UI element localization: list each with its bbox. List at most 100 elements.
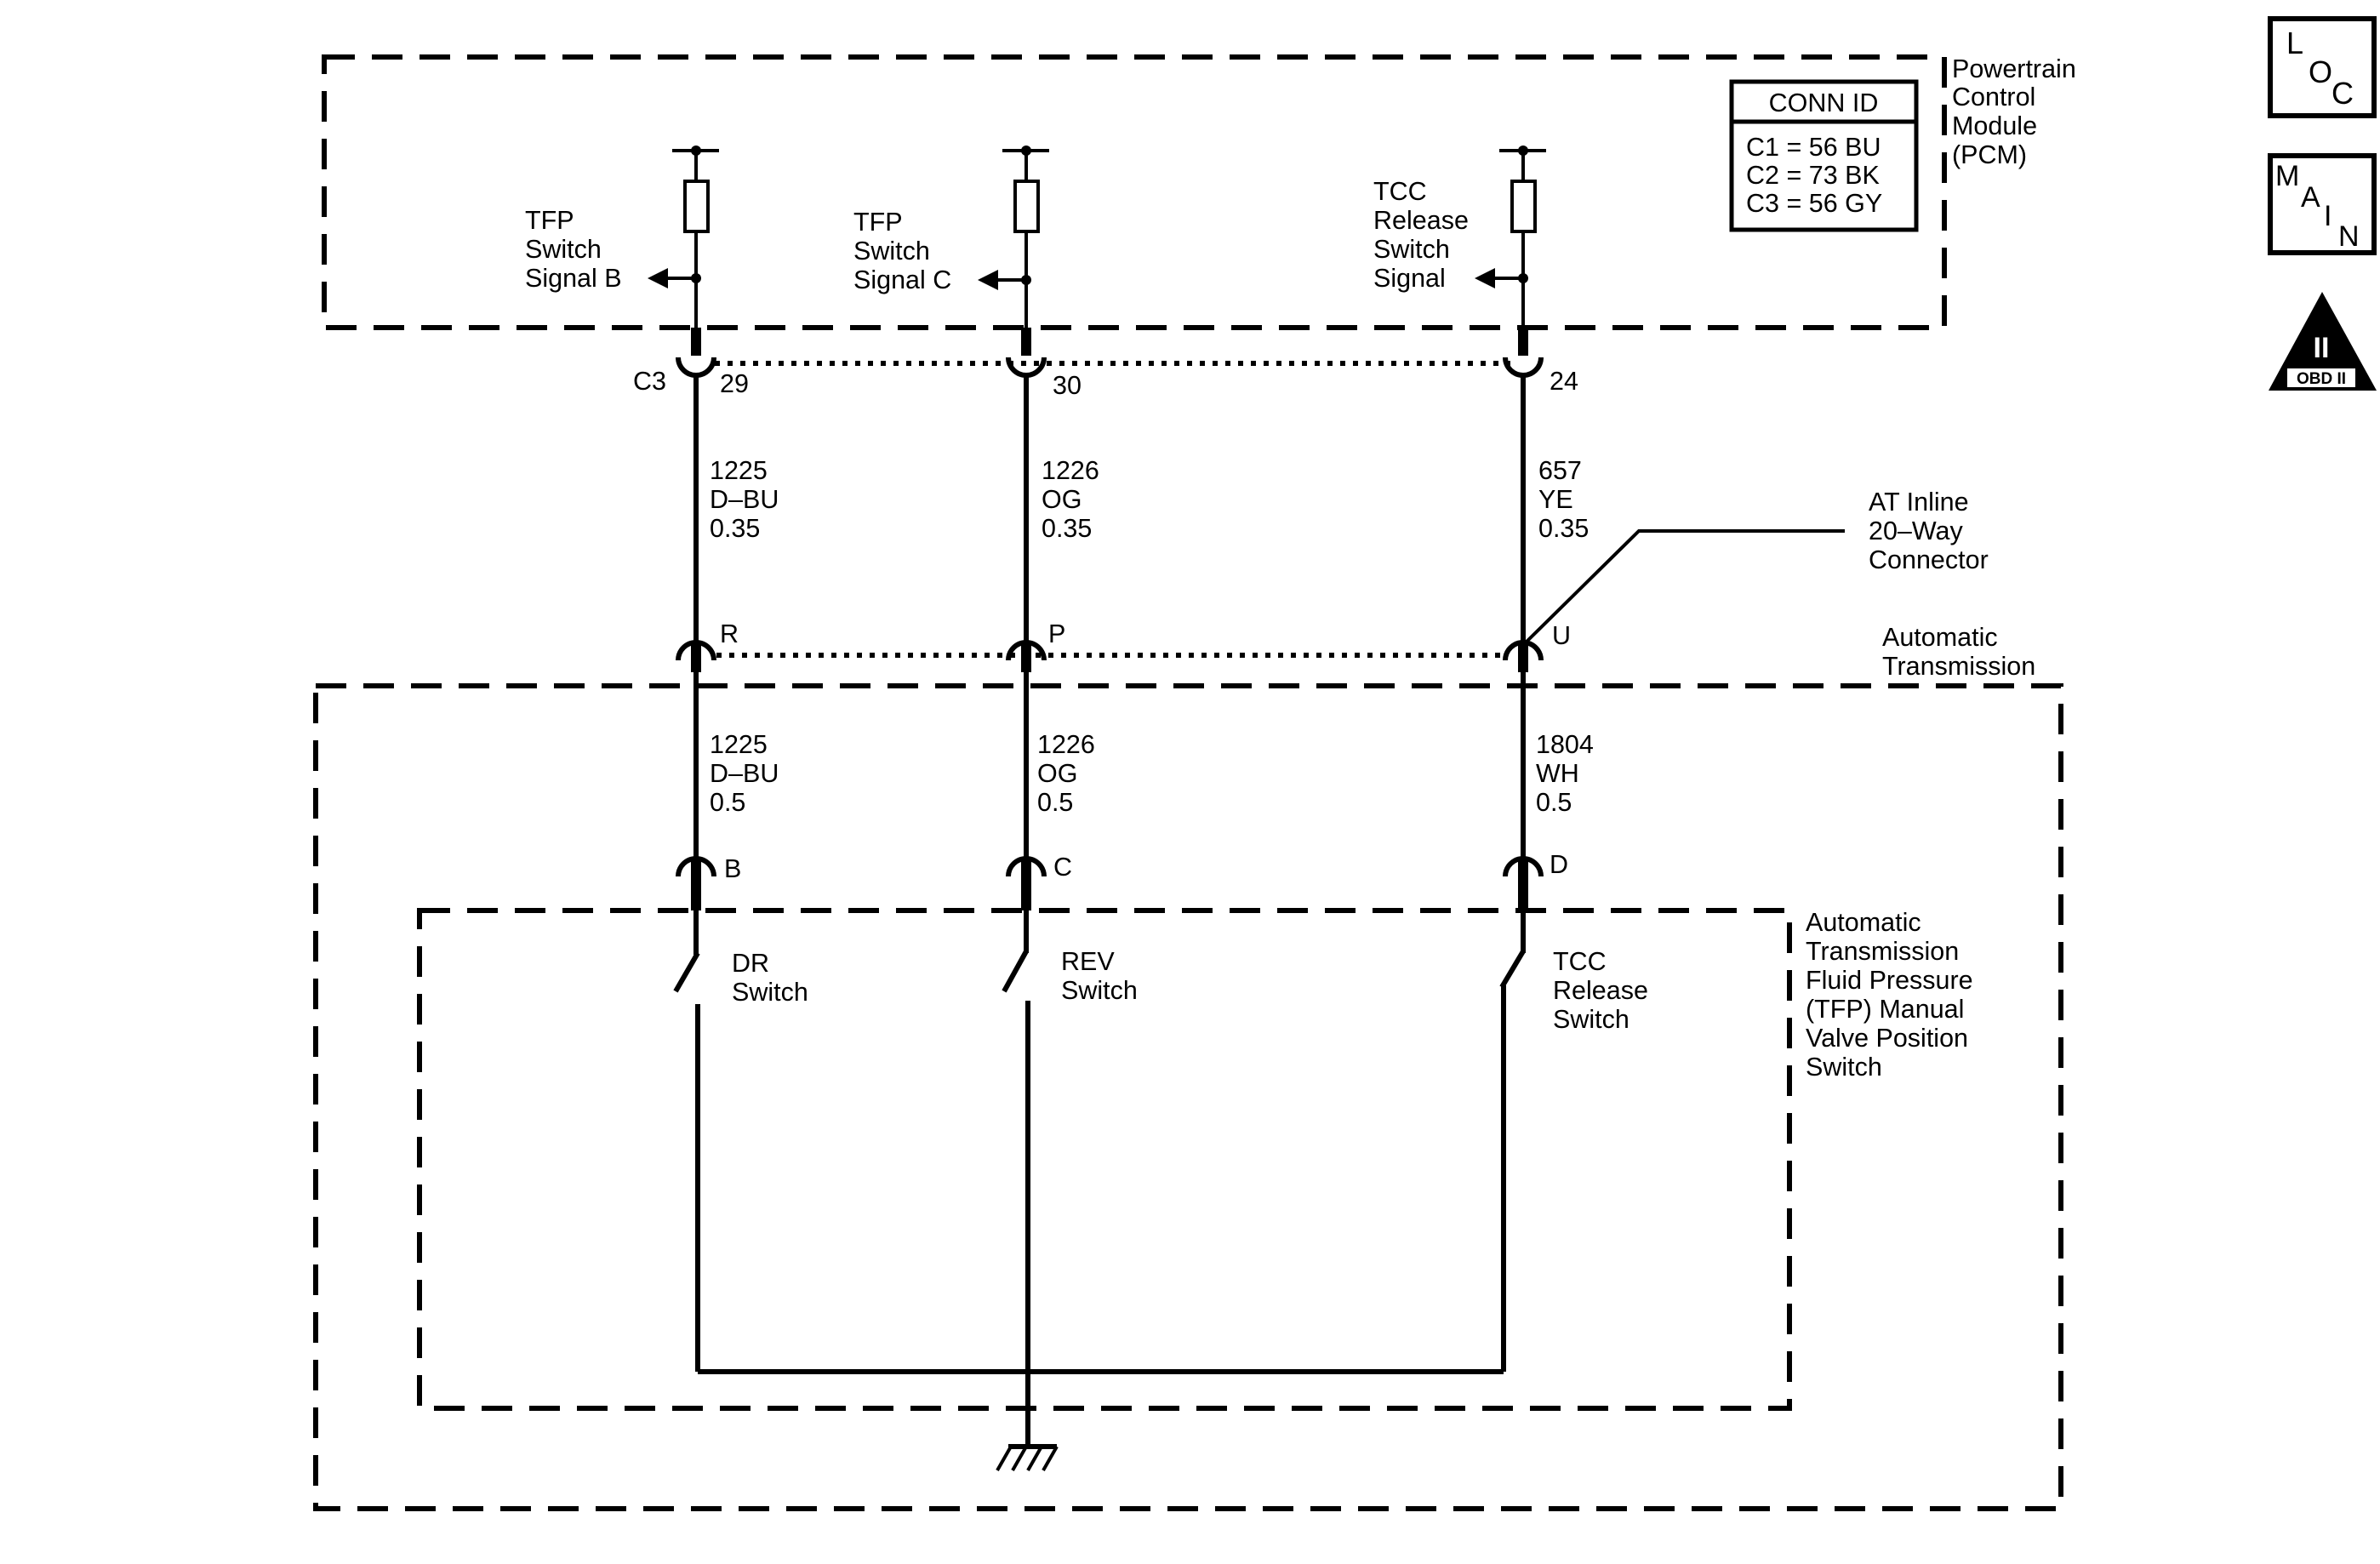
- tfp-switch-label: Automatic Transmission Fluid Pressure (T…: [1806, 908, 1973, 1082]
- pcm-input-circuit-tcc: [1475, 146, 1546, 328]
- pull-up-resistor: [1013, 180, 1040, 233]
- svg-text:O: O: [2309, 54, 2332, 89]
- conn-id-row: C3 = 56 GY: [1746, 189, 1882, 218]
- dr-switch-label: DR Switch: [732, 949, 808, 1007]
- transmission-label: Automatic Transmission: [1882, 623, 2035, 681]
- svg-text:Switch: Switch: [853, 237, 930, 265]
- svg-text:1804: 1804: [1536, 730, 1594, 759]
- svg-text:Switch: Switch: [1061, 976, 1138, 1005]
- switch-contact: [673, 951, 700, 993]
- pcm-label-line: Control: [1952, 83, 2035, 111]
- pcm-input-circuit-c: [978, 146, 1049, 328]
- svg-text:Switch: Switch: [525, 235, 602, 264]
- wire-label-657-upper: 657 YE 0.35: [1538, 456, 1589, 543]
- pin-label: U: [1552, 621, 1571, 650]
- svg-text:0.5: 0.5: [1037, 788, 1073, 817]
- pcm-label-line: Powertrain: [1952, 54, 2076, 83]
- conn-id-row: C2 = 73 BK: [1746, 161, 1880, 190]
- svg-text:20–Way: 20–Way: [1869, 517, 1964, 545]
- switch-contact: [1002, 950, 1029, 993]
- pin-label: C: [1053, 853, 1072, 882]
- svg-text:Switch: Switch: [732, 978, 808, 1007]
- signal-label-b: TFP Switch Signal B: [525, 206, 622, 293]
- pcm-boundary: [322, 54, 1947, 330]
- pin-label: 30: [1053, 371, 1082, 400]
- rev-switch-label: REV Switch: [1061, 947, 1138, 1005]
- pull-up-resistor: [683, 180, 710, 233]
- svg-text:AT Inline: AT Inline: [1869, 488, 1969, 517]
- svg-text:(TFP) Manual: (TFP) Manual: [1806, 995, 1964, 1024]
- svg-text:TFP: TFP: [853, 208, 903, 237]
- svg-text:YE: YE: [1538, 485, 1573, 514]
- tcc-release-switch: [1499, 910, 1526, 1372]
- signal-arrow-icon: [1475, 268, 1495, 288]
- wire-label-1225-upper: 1225 D–BU 0.35: [710, 456, 779, 543]
- pcm-label-line: (PCM): [1952, 140, 2027, 169]
- svg-text:II: II: [2314, 332, 2330, 364]
- svg-text:1226: 1226: [1042, 456, 1099, 485]
- wire-label-1225-lower: 1225 D–BU 0.5: [710, 730, 779, 817]
- transmission-boundary: [313, 683, 2063, 1511]
- pin-label: D: [1550, 850, 1568, 879]
- svg-text:D–BU: D–BU: [710, 485, 779, 514]
- conn-id-row: C1 = 56 BU: [1746, 133, 1881, 162]
- svg-text:Signal C: Signal C: [853, 265, 951, 294]
- svg-text:TCC: TCC: [1553, 947, 1607, 976]
- svg-text:OBD II: OBD II: [2297, 370, 2346, 388]
- inline-connector-label: AT Inline 20–Way Connector: [1869, 488, 1989, 574]
- svg-text:0.35: 0.35: [1042, 514, 1092, 543]
- svg-text:A: A: [2301, 181, 2320, 214]
- pcm-label: Powertrain Control Module (PCM): [1952, 54, 2076, 169]
- rev-switch: [1002, 910, 1030, 1447]
- conn-id-title: CONN ID: [1769, 88, 1879, 117]
- dr-switch: [673, 910, 700, 1372]
- svg-text:0.35: 0.35: [1538, 514, 1589, 543]
- signal-label-c: TFP Switch Signal C: [853, 208, 951, 294]
- svg-text:C: C: [2331, 76, 2354, 111]
- svg-text:I: I: [2324, 200, 2331, 232]
- connector-c3-label: C3: [633, 367, 666, 396]
- ground-icon: [996, 1444, 1059, 1471]
- svg-text:Automatic: Automatic: [1882, 623, 1998, 652]
- svg-text:Switch: Switch: [1806, 1053, 1882, 1082]
- pin-label: R: [720, 619, 739, 648]
- tcc-release-switch-label: TCC Release Switch: [1553, 947, 1648, 1034]
- inline-connector: [676, 529, 1845, 672]
- inline-connector-leader: [1521, 529, 1845, 647]
- signal-arrow-icon: [978, 270, 998, 290]
- switch-contact: [1499, 950, 1526, 989]
- pcm-input-circuit-b: [648, 146, 719, 328]
- signal-arrow-icon: [648, 268, 668, 288]
- conn-id-table: CONN ID C1 = 56 BU C2 = 73 BK C3 = 56 GY: [1729, 79, 1919, 232]
- svg-text:Connector: Connector: [1869, 545, 1989, 574]
- pin-label: P: [1048, 619, 1065, 648]
- main-icon[interactable]: M A I N: [2268, 153, 2377, 255]
- svg-text:1225: 1225: [710, 730, 768, 759]
- pin-label: B: [724, 854, 741, 883]
- svg-text:0.35: 0.35: [710, 514, 760, 543]
- switch-connector: [676, 856, 1544, 910]
- svg-text:Transmission: Transmission: [1806, 937, 1959, 966]
- svg-text:D–BU: D–BU: [710, 759, 779, 788]
- svg-text:OG: OG: [1042, 485, 1082, 514]
- svg-text:L: L: [2286, 26, 2303, 60]
- svg-text:WH: WH: [1536, 759, 1579, 788]
- tfp-switch-boundary: [417, 908, 1792, 1411]
- svg-text:TFP: TFP: [525, 206, 574, 235]
- svg-text:Release: Release: [1553, 976, 1648, 1005]
- signal-label-tcc: TCC Release Switch Signal: [1373, 177, 1469, 293]
- wire-label-1226-upper: 1226 OG 0.35: [1042, 456, 1099, 543]
- svg-text:Signal B: Signal B: [525, 264, 622, 293]
- loc-icon[interactable]: L O C: [2268, 16, 2377, 118]
- svg-text:1226: 1226: [1037, 730, 1095, 759]
- svg-text:REV: REV: [1061, 947, 1115, 976]
- svg-text:OG: OG: [1037, 759, 1077, 788]
- svg-text:Switch: Switch: [1373, 235, 1450, 264]
- obd-ii-icon[interactable]: II OBD II: [2269, 292, 2377, 391]
- svg-text:657: 657: [1538, 456, 1582, 485]
- pull-up-resistor: [1510, 180, 1537, 233]
- svg-text:Release: Release: [1373, 206, 1469, 235]
- svg-text:Transmission: Transmission: [1882, 652, 2035, 681]
- wire-label-1226-lower: 1226 OG 0.5: [1037, 730, 1095, 817]
- svg-text:Valve Position: Valve Position: [1806, 1024, 1968, 1053]
